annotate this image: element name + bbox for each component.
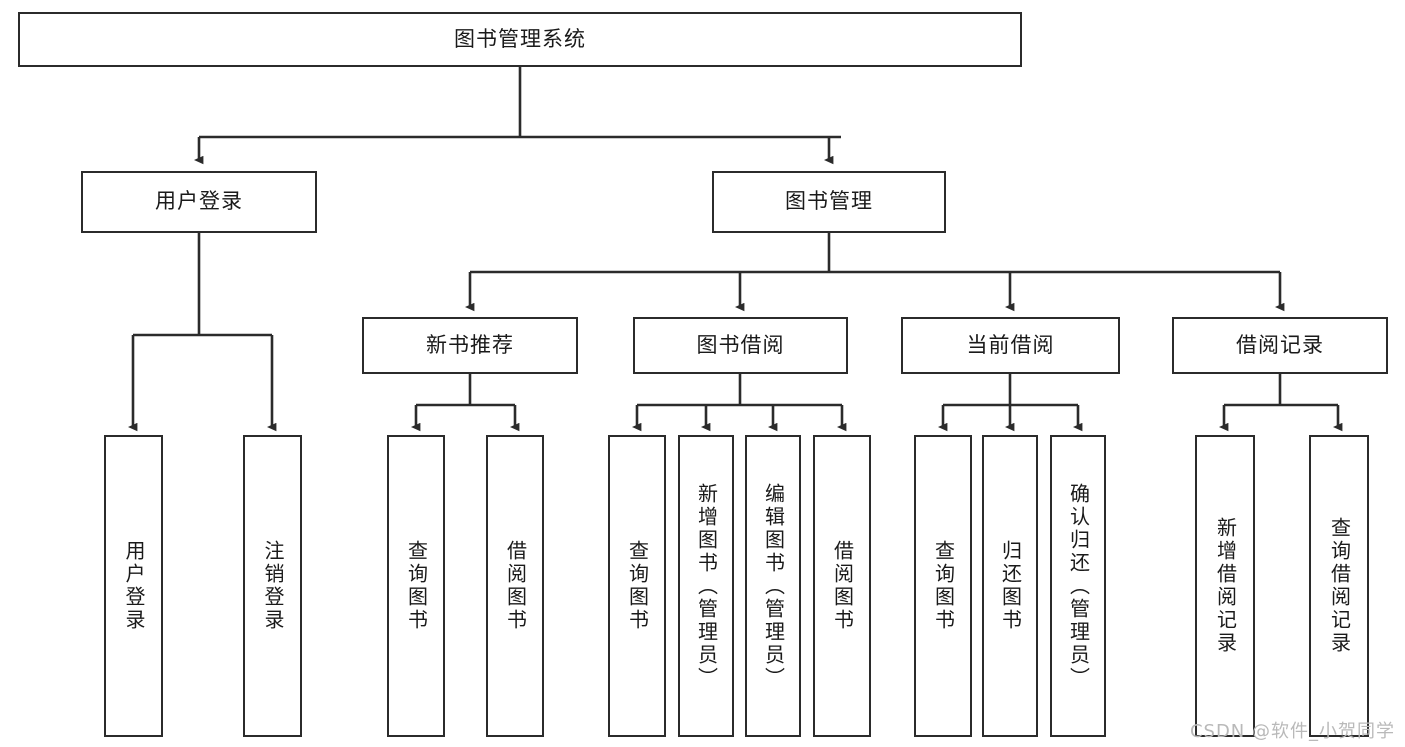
node-book-manage[interactable]: 图书管理: [712, 171, 946, 233]
node-label: 查询图书: [404, 540, 429, 632]
node-leaf-add-book-admin[interactable]: 新增图书（管理员）: [678, 435, 734, 737]
node-label: 借阅图书: [830, 540, 855, 632]
node-label: 当前借阅: [966, 332, 1055, 357]
node-borrow-record[interactable]: 借阅记录: [1172, 317, 1388, 374]
node-label: 图书管理系统: [454, 26, 586, 51]
node-leaf-return-book[interactable]: 归还图书: [982, 435, 1038, 737]
node-label: 查询图书: [625, 540, 650, 632]
node-leaf-query-book-current[interactable]: 查询图书: [914, 435, 972, 737]
node-label: 借阅图书: [503, 540, 528, 632]
node-root-library-system[interactable]: 图书管理系统: [18, 12, 1022, 67]
node-leaf-borrow-book-recommend[interactable]: 借阅图书: [486, 435, 544, 737]
node-label: 注销登录: [261, 540, 285, 632]
node-label: 确认归还（管理员）: [1066, 482, 1091, 690]
node-new-book-recommend[interactable]: 新书推荐: [362, 317, 578, 374]
node-label: 图书管理: [785, 189, 873, 214]
node-label: 新书推荐: [426, 332, 514, 357]
node-leaf-query-borrow-record[interactable]: 查询借阅记录: [1309, 435, 1369, 737]
node-book-borrow[interactable]: 图书借阅: [633, 317, 848, 374]
node-leaf-edit-book-admin[interactable]: 编辑图书（管理员）: [745, 435, 801, 737]
node-leaf-add-borrow-record[interactable]: 新增借阅记录: [1195, 435, 1255, 737]
node-current-borrow[interactable]: 当前借阅: [901, 317, 1120, 374]
node-label: 用户登录: [122, 540, 146, 632]
csdn-watermark: CSDN @软件_小贺同学: [1189, 721, 1395, 742]
node-label: 新增图书（管理员）: [694, 482, 719, 690]
node-label: 查询借阅记录: [1327, 517, 1352, 655]
node-leaf-user-login[interactable]: 用户登录: [104, 435, 163, 737]
node-leaf-user-logout[interactable]: 注销登录: [243, 435, 302, 737]
node-leaf-borrow-book[interactable]: 借阅图书: [813, 435, 871, 737]
node-label: 新增借阅记录: [1213, 517, 1238, 655]
node-label: 借阅记录: [1236, 332, 1324, 357]
node-label: 查询图书: [931, 540, 956, 632]
node-label: 编辑图书（管理员）: [761, 482, 786, 690]
node-leaf-confirm-return-admin[interactable]: 确认归还（管理员）: [1050, 435, 1106, 737]
node-user-login[interactable]: 用户登录: [81, 171, 317, 233]
node-leaf-query-book-borrow[interactable]: 查询图书: [608, 435, 666, 737]
node-label: 用户登录: [155, 189, 243, 214]
node-label: 图书借阅: [696, 332, 785, 357]
node-leaf-query-book-recommend[interactable]: 查询图书: [387, 435, 445, 737]
node-label: 归还图书: [998, 540, 1023, 632]
